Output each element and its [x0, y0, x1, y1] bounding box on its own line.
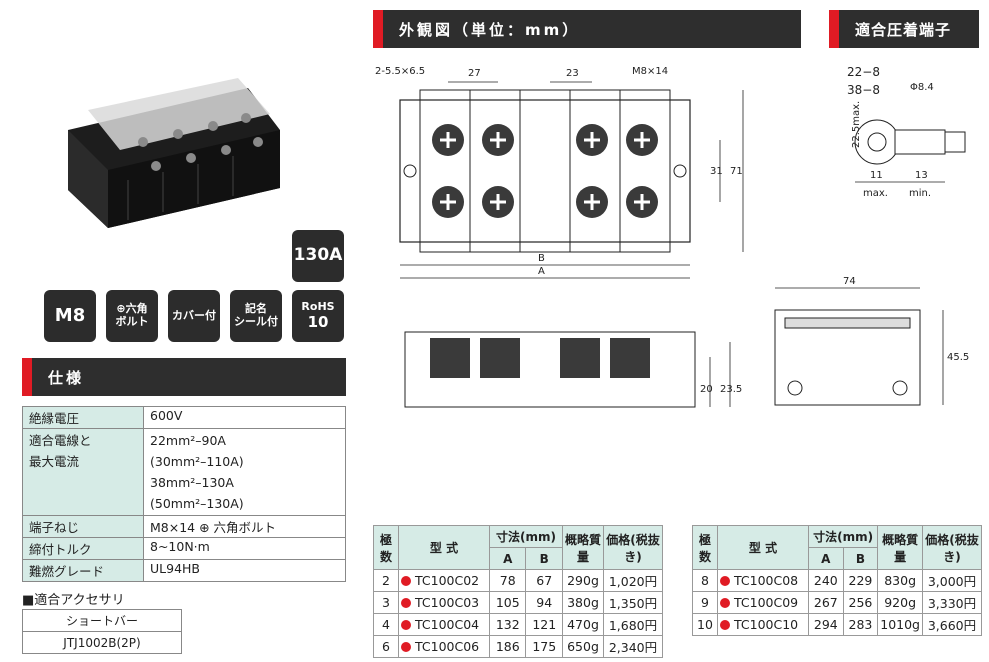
svg-text:74: 74 — [843, 276, 856, 287]
svg-text:13: 13 — [915, 170, 928, 181]
crimp-terminal-drawing: 22−8 38−8 Φ8.4 22.5max. 11 13 max. min. — [847, 65, 966, 199]
cover-badge: カバー付 — [168, 290, 220, 342]
svg-text:38−8: 38−8 — [847, 83, 880, 97]
red-dot-icon — [401, 598, 411, 608]
terminal-header: 適合圧着端子 — [829, 10, 979, 48]
spec-row: 適合電線と最大電流 22mm²–90A(30mm²–110A) 38mm²–13… — [22, 428, 346, 516]
svg-text:max.: max. — [863, 188, 888, 199]
svg-text:31: 31 — [710, 166, 723, 177]
svg-text:45.5: 45.5 — [947, 352, 969, 363]
spec-header: 仕様 — [22, 358, 346, 396]
seal-badge: 記名シール付 — [230, 290, 282, 342]
svg-text:B: B — [538, 253, 545, 264]
svg-text:23.5: 23.5 — [720, 384, 742, 395]
svg-text:22.5max.: 22.5max. — [851, 101, 862, 148]
accessory-table: ショートバー JTJ1002B(2P) — [22, 609, 182, 654]
screw-badge: M8 — [44, 290, 96, 342]
svg-text:22−8: 22−8 — [847, 65, 880, 79]
side-view-drawing: 20 23.5 — [404, 331, 742, 408]
red-dot-icon — [401, 620, 411, 630]
diagram-header: 外観図（単位：mm） — [373, 10, 801, 48]
hex-bolt-badge: ⊕六角ボルト — [106, 290, 158, 342]
svg-text:23: 23 — [566, 68, 579, 79]
top-view-drawing: 2-5.5×6.5 27 23 M8×14 B A 31 71 — [375, 66, 744, 279]
red-dot-icon — [720, 576, 730, 586]
svg-text:M8×14: M8×14 — [632, 66, 668, 77]
svg-text:min.: min. — [909, 188, 931, 199]
red-dot-icon — [401, 642, 411, 652]
svg-text:20: 20 — [700, 384, 713, 395]
svg-text:A: A — [538, 266, 545, 277]
red-dot-icon — [401, 576, 411, 586]
svg-text:71: 71 — [730, 166, 743, 177]
svg-text:Φ8.4: Φ8.4 — [910, 82, 934, 93]
red-dot-icon — [720, 598, 730, 608]
svg-text:27: 27 — [468, 68, 481, 79]
red-dot-icon — [720, 620, 730, 630]
product-photo — [68, 78, 280, 228]
end-view-drawing: 74 45.5 — [774, 276, 969, 406]
svg-text:2-5.5×6.5: 2-5.5×6.5 — [375, 66, 425, 77]
accessory-title: ■適合アクセサリ — [22, 593, 125, 608]
current-badge: 130A — [292, 230, 344, 282]
svg-text:11: 11 — [870, 170, 883, 181]
